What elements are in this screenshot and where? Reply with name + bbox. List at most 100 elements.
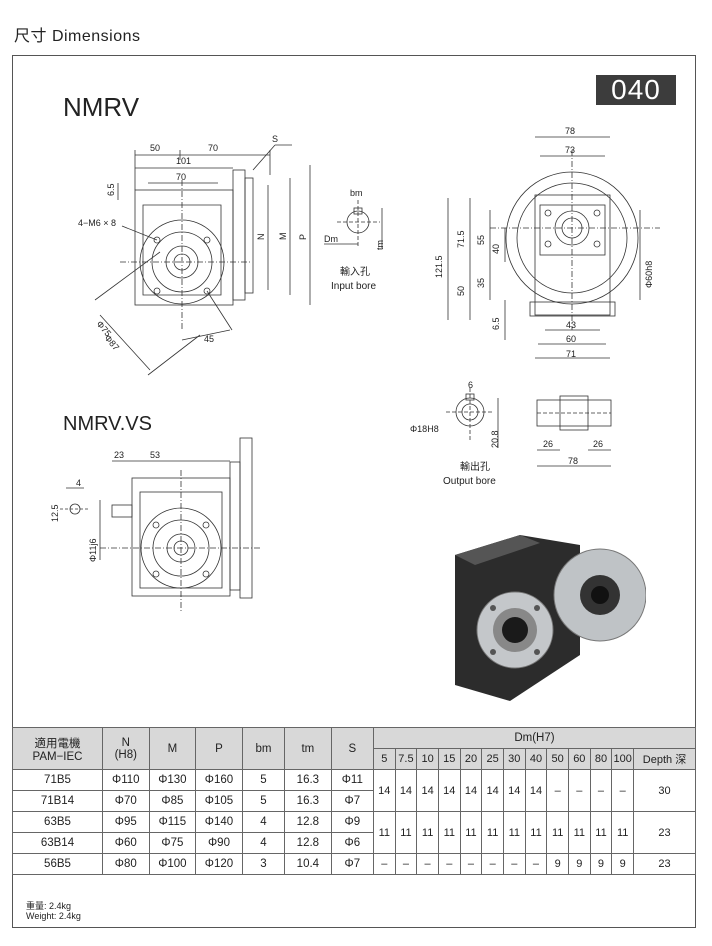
- cell-dm: –: [459, 853, 483, 875]
- svg-text:N: N: [256, 234, 266, 241]
- svg-text:70: 70: [208, 143, 218, 153]
- cell-dm: –: [372, 853, 396, 875]
- cell-n: Φ110: [101, 769, 150, 791]
- svg-text:26: 26: [543, 439, 553, 449]
- cell-s: Φ7: [330, 790, 374, 812]
- cell-dm: 23: [633, 811, 696, 854]
- dm-col-header: Depth 深: [633, 748, 696, 770]
- cell-dm: –: [481, 853, 504, 875]
- cell-n: Φ60: [101, 832, 150, 854]
- svg-text:78: 78: [568, 456, 578, 466]
- nmrv-front-view: [94, 144, 311, 376]
- output-bore-drawing: [446, 388, 612, 467]
- svg-text:6.5: 6.5: [106, 183, 116, 196]
- cell-dm: 11: [589, 811, 613, 854]
- svg-text:12.5: 12.5: [50, 504, 60, 522]
- svg-text:71: 71: [566, 349, 576, 359]
- cell-dm: 14: [416, 769, 439, 812]
- cell-dm: 11: [437, 811, 461, 854]
- svg-text:M: M: [278, 233, 288, 241]
- cell-bm: 5: [241, 769, 286, 791]
- svg-text:55: 55: [476, 235, 486, 245]
- cell-s: Φ11: [330, 769, 374, 791]
- cell-dm: 11: [611, 811, 634, 854]
- cell-dm: 11: [416, 811, 439, 854]
- cell-dm: 14: [481, 769, 504, 812]
- nmrv-front-labels: 50 70 S 101 70 6.5 4−M6 × 8 N M P Φ75 Φ8…: [78, 134, 308, 352]
- cell-dm: 14: [372, 769, 396, 812]
- gearbox-photo: [455, 535, 646, 701]
- cell-s: Φ9: [330, 811, 374, 833]
- dm-col-header: 5: [372, 748, 396, 770]
- section-header: 尺寸 Dimensions: [14, 28, 141, 45]
- svg-text:35: 35: [476, 278, 486, 288]
- cell-bm: 3: [241, 853, 286, 875]
- cell-dm: –: [502, 853, 526, 875]
- cell-dm: 23: [633, 853, 696, 875]
- svg-text:101: 101: [176, 156, 191, 166]
- svg-text:4: 4: [76, 478, 81, 488]
- col-p: P: [195, 727, 243, 770]
- svg-text:73: 73: [565, 145, 575, 155]
- cell-dm: –: [394, 853, 418, 875]
- cell-m: Φ130: [148, 769, 197, 791]
- cell-m: Φ75: [148, 832, 197, 854]
- dm-col-header: 25: [481, 748, 504, 770]
- cell-dm: –: [546, 769, 569, 812]
- cell-p: Φ105: [195, 790, 243, 812]
- cell-p: Φ160: [195, 769, 243, 791]
- dm-col-header: 50: [546, 748, 569, 770]
- weight-note: 重量: 2.4kg Weight: 2.4kg: [26, 901, 81, 921]
- svg-text:Output bore: Output bore: [443, 476, 496, 487]
- cell-n: Φ70: [101, 790, 150, 812]
- svg-text:4−M6 × 8: 4−M6 × 8: [78, 218, 116, 228]
- input-bore-drawing: [324, 200, 383, 248]
- cell-bm: 5: [241, 790, 286, 812]
- svg-text:26: 26: [593, 439, 603, 449]
- cell-s: Φ6: [330, 832, 374, 854]
- cell-dm: 9: [546, 853, 569, 875]
- dm-col-header: 7.5: [394, 748, 418, 770]
- cell-dm: 30: [633, 769, 696, 812]
- svg-text:20.8: 20.8: [490, 430, 500, 448]
- model-badge: 040: [596, 75, 676, 105]
- cell-m: Φ100: [148, 853, 197, 875]
- svg-text:50: 50: [456, 286, 466, 296]
- col-s: S: [330, 727, 374, 770]
- cell-dm: 11: [524, 811, 548, 854]
- svg-text:60: 60: [566, 334, 576, 344]
- cell-p: Φ90: [195, 832, 243, 854]
- cell-dm: 11: [372, 811, 396, 854]
- cell-motor: 56B5: [12, 853, 103, 875]
- cell-dm: 9: [567, 853, 591, 875]
- cell-dm: –: [567, 769, 591, 812]
- cell-dm: –: [437, 853, 461, 875]
- cell-motor: 63B5: [12, 811, 103, 833]
- cell-tm: 16.3: [284, 790, 332, 812]
- svg-text:Φ11j6: Φ11j6: [88, 538, 98, 562]
- cell-dm: 9: [611, 853, 634, 875]
- col-m: M: [148, 727, 197, 770]
- cell-bm: 4: [241, 832, 286, 854]
- svg-text:輸出孔: 輸出孔: [460, 460, 490, 473]
- cell-dm: –: [611, 769, 634, 812]
- col-n: N(H8): [101, 727, 150, 770]
- svg-text:78: 78: [565, 126, 575, 136]
- col-bm: bm: [241, 727, 286, 770]
- svg-text:45: 45: [204, 334, 214, 344]
- cell-m: Φ85: [148, 790, 197, 812]
- svg-text:71.5: 71.5: [456, 230, 466, 248]
- nmrv-title: NMRV: [63, 92, 140, 122]
- cell-tm: 16.3: [284, 769, 332, 791]
- svg-text:53: 53: [150, 450, 160, 460]
- dm-col-header: 80: [589, 748, 613, 770]
- cell-dm: –: [589, 769, 613, 812]
- svg-text:P: P: [298, 234, 308, 240]
- cell-tm: 12.8: [284, 811, 332, 833]
- svg-text:輸入孔: 輸入孔: [340, 265, 370, 278]
- svg-text:40: 40: [491, 244, 501, 254]
- nmrvvs-view: [60, 437, 260, 612]
